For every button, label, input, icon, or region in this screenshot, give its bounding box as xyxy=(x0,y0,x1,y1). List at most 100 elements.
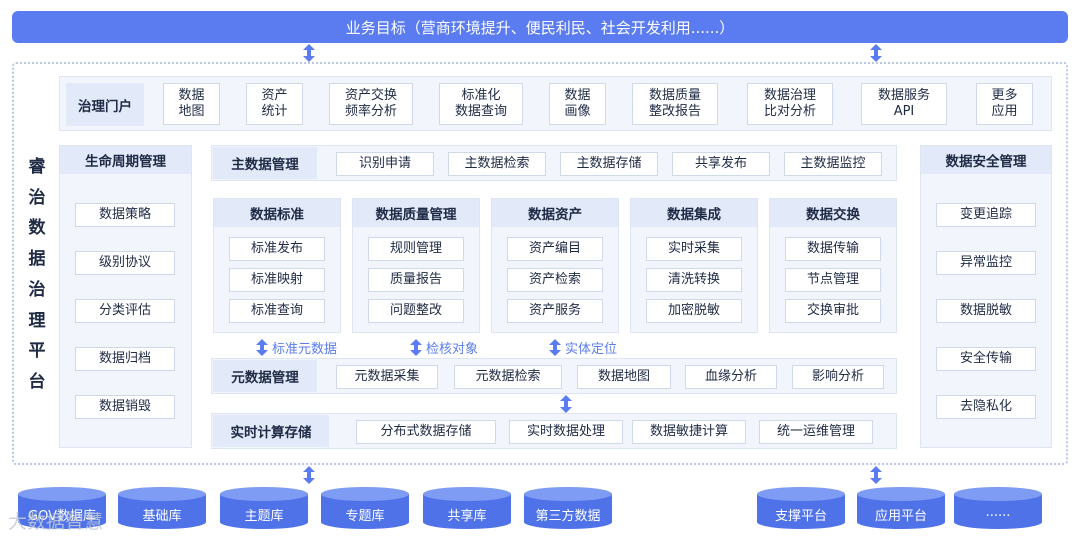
module-title: 数据质量管理 xyxy=(353,199,479,227)
platform-title-char: 据 xyxy=(28,249,46,270)
module-item: 资产服务 xyxy=(507,299,603,323)
database-label: 应用平台 xyxy=(874,509,927,524)
metadata-item: 血缘分析 xyxy=(685,365,777,389)
platform-title-char: 平 xyxy=(28,341,46,362)
metadata-title: 元数据管理 xyxy=(213,360,317,392)
module-title: 数据交换 xyxy=(770,199,896,227)
compute-item: 实时数据处理 xyxy=(509,420,623,444)
governance-portal-panel: 治理门户 数据 地图资产 统计资产交换 频率分析标准化 数据查询数据 画像数据质… xyxy=(59,76,1052,131)
lifecycle-item: 数据策略 xyxy=(75,203,175,227)
module-item: 资产编目 xyxy=(507,237,603,261)
governance-portal-title: 治理门户 xyxy=(66,83,144,126)
database-icon xyxy=(857,487,945,529)
master-data-item: 主数据检索 xyxy=(448,152,546,176)
master-data-item: 识别申请 xyxy=(336,152,434,176)
module-item: 实时采集 xyxy=(646,237,742,261)
database-cylinder: 第三方数据 xyxy=(524,487,612,529)
database-label: 第三方数据 xyxy=(535,509,601,524)
platform-title-char: 睿 xyxy=(28,157,46,177)
database-label: 基础库 xyxy=(142,509,182,524)
database-label: 支撑平台 xyxy=(774,509,827,524)
module-item: 清洗转换 xyxy=(646,268,742,292)
up-down-arrow-icon xyxy=(410,339,422,356)
database-cylinder: 专题库 xyxy=(321,487,409,529)
portal-item: 数据 画像 xyxy=(549,83,606,125)
business-goal-banner: 业务目标（营商环境提升、便民利民、社会开发利用......） xyxy=(12,11,1068,43)
database-label: 共享库 xyxy=(447,509,487,524)
module-item: 标准查询 xyxy=(229,299,325,323)
master-data-item: 主数据存储 xyxy=(560,152,658,176)
link-label: 实体定位 xyxy=(565,342,618,357)
module-item: 标准映射 xyxy=(229,268,325,292)
up-down-arrow-icon xyxy=(256,339,268,356)
up-down-arrow-icon xyxy=(869,44,883,66)
database-label: 主题库 xyxy=(244,509,284,524)
database-icon xyxy=(954,487,1042,529)
compute-title: 实时计算存储 xyxy=(213,415,329,447)
master-data-item: 共享发布 xyxy=(672,152,770,176)
module-item: 标准发布 xyxy=(229,237,325,261)
database-label: 专题库 xyxy=(345,509,385,524)
database-icon xyxy=(18,487,106,529)
link-label: 检核对象 xyxy=(426,342,479,357)
database-icon xyxy=(118,487,206,529)
link-arrow: 标准元数据 xyxy=(256,338,337,357)
module-item: 节点管理 xyxy=(785,268,881,292)
module-panel: 数据交换数据传输节点管理交换审批 xyxy=(769,198,897,333)
up-down-arrow-icon xyxy=(559,395,573,417)
module-item: 规则管理 xyxy=(368,237,464,261)
portal-item: 数据治理 比对分析 xyxy=(747,83,833,125)
up-down-arrow-icon xyxy=(549,339,561,356)
metadata-item: 元数据采集 xyxy=(336,365,438,389)
security-title: 数据安全管理 xyxy=(921,146,1051,174)
lifecycle-item: 级别协议 xyxy=(75,251,175,275)
compute-item: 统一运维管理 xyxy=(759,420,873,444)
platform-title-char: 数 xyxy=(28,218,46,239)
database-icon xyxy=(757,487,845,529)
metadata-panel: 元数据管理 元数据采集元数据检索数据地图血缘分析影响分析 xyxy=(211,358,897,394)
platform-title-char: 理 xyxy=(28,310,46,331)
security-panel: 数据安全管理 变更追踪异常监控数据脱敏安全传输去隐私化 xyxy=(920,145,1052,448)
module-item: 交换审批 xyxy=(785,299,881,323)
platform-title-char: 治 xyxy=(28,187,46,208)
compute-item: 分布式数据存储 xyxy=(356,420,496,444)
watermark: 大数据智慧 xyxy=(8,511,104,533)
metadata-item: 数据地图 xyxy=(577,365,671,389)
module-panel: 数据资产资产编目资产检索资产服务 xyxy=(491,198,619,333)
security-item: 变更追踪 xyxy=(936,203,1036,227)
module-item: 数据传输 xyxy=(785,237,881,261)
security-item: 异常监控 xyxy=(936,251,1036,275)
database-cylinder: 支撑平台 xyxy=(757,487,845,529)
compute-panel: 实时计算存储 分布式数据存储实时数据处理数据敏捷计算统一运维管理 xyxy=(211,413,897,449)
portal-item: 标准化 数据查询 xyxy=(439,83,523,125)
lifecycle-item: 分类评估 xyxy=(75,299,175,323)
portal-item: 数据服务 API xyxy=(861,83,947,125)
compute-item: 数据敏捷计算 xyxy=(632,420,746,444)
metadata-item: 元数据检索 xyxy=(454,365,562,389)
link-arrow: 实体定位 xyxy=(549,338,617,357)
database-icon xyxy=(321,487,409,529)
link-label: 标准元数据 xyxy=(272,342,338,357)
up-down-arrow-icon xyxy=(302,44,316,66)
platform-title-char: 治 xyxy=(28,279,46,300)
database-icon xyxy=(524,487,612,529)
database-cylinder: ...... xyxy=(954,487,1042,529)
module-panel: 数据集成实时采集清洗转换加密脱敏 xyxy=(630,198,758,333)
platform-boundary xyxy=(12,62,1068,465)
security-item: 数据脱敏 xyxy=(936,299,1036,323)
database-label: ...... xyxy=(985,505,1011,520)
module-item: 问题整改 xyxy=(368,299,464,323)
up-down-arrow-icon xyxy=(869,466,883,488)
database-cylinder: 应用平台 xyxy=(857,487,945,529)
lifecycle-item: 数据销毁 xyxy=(75,395,175,419)
master-data-item: 主数据监控 xyxy=(784,152,882,176)
database-cylinder: GOV数据库 xyxy=(18,487,106,529)
module-title: 数据资产 xyxy=(492,199,618,227)
link-arrow: 检核对象 xyxy=(410,338,478,357)
database-cylinder: 共享库 xyxy=(423,487,511,529)
database-label: GOV数据库 xyxy=(28,509,96,524)
security-item: 去隐私化 xyxy=(936,395,1036,419)
master-data-title: 主数据管理 xyxy=(213,147,317,179)
module-panel: 数据质量管理规则管理质量报告问题整改 xyxy=(352,198,480,333)
platform-title: 睿 治 数 据 治 理 平 台 xyxy=(24,152,50,392)
